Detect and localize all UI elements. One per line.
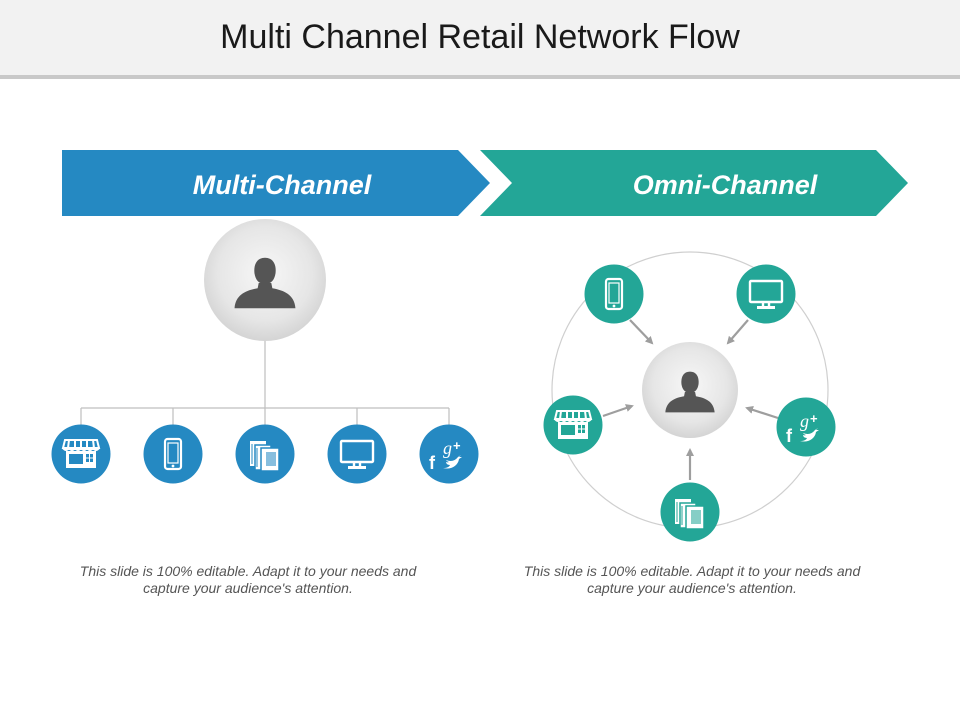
tree-connector-lines (80, 340, 450, 425)
arrow-desktop-to-customer (726, 319, 749, 345)
multi-social-node (419, 424, 479, 484)
omni-channel-banner: Omni-Channel (480, 150, 908, 216)
multi-channel-label: Multi-Channel (193, 170, 372, 200)
multi-store-node (51, 424, 111, 484)
multi-desktop-node (327, 424, 387, 484)
multi-customer-node (204, 219, 326, 341)
omni-store-node (543, 395, 603, 455)
omni-channel-arrow (480, 150, 908, 216)
arrow-mobile-to-customer (629, 319, 654, 345)
title-bar: Multi Channel Retail Network Flow (0, 0, 960, 79)
store-icon (62, 439, 100, 469)
omni-channel-hub (543, 251, 836, 542)
multi-channel-tree (51, 219, 479, 484)
multi-channel-banner: Multi-Channel (62, 150, 490, 216)
omni-channel-label: Omni-Channel (633, 170, 818, 200)
omni-arrows (602, 319, 779, 480)
omni-channel-caption: This slide is 100% editable. Adapt it to… (523, 563, 861, 596)
omni-catalog-node (660, 482, 720, 542)
omni-social-node (776, 397, 836, 457)
multi-mobile-node (143, 424, 203, 484)
slide-title: Multi Channel Retail Network Flow (220, 18, 740, 56)
omni-mobile-node (584, 264, 644, 324)
arrow-store-to-customer (602, 404, 634, 418)
arrow-social-to-customer (745, 406, 779, 420)
multi-channel-arrow (62, 150, 490, 216)
omni-customer-node (642, 342, 738, 438)
omni-desktop-node (736, 264, 796, 324)
multi-catalog-node (235, 424, 295, 484)
store-icon (554, 410, 592, 440)
multi-channel-caption: This slide is 100% editable. Adapt it to… (79, 563, 417, 596)
